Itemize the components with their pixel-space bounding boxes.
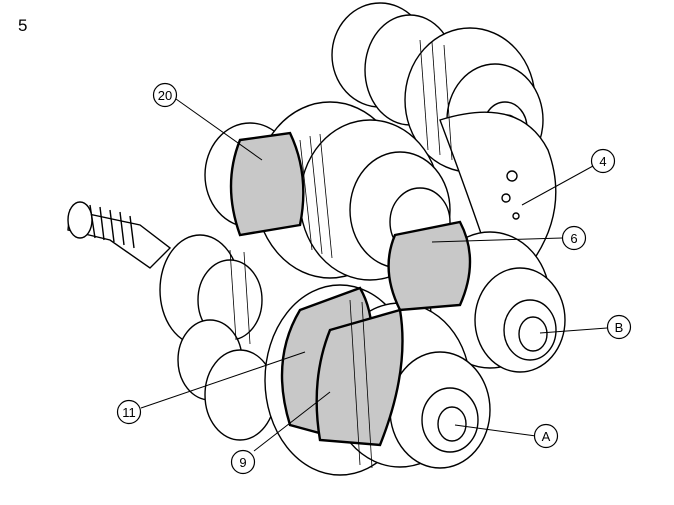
lower-left-gears — [159, 234, 276, 441]
housing-plate — [439, 111, 557, 266]
callout-label-4: 4 — [599, 154, 606, 169]
callout-label-20: 20 — [158, 88, 172, 103]
leader-lines — [140, 98, 608, 452]
shaft-b-gears — [429, 231, 566, 373]
gear-teeth — [229, 39, 453, 469]
callout-label-A: A — [542, 429, 551, 444]
callout-circle-4 — [590, 148, 616, 174]
callout-circle-11 — [116, 399, 142, 425]
input-spline-shaft — [67, 201, 172, 269]
callout-label-B: B — [615, 320, 624, 335]
highlight-part-20 — [229, 131, 305, 237]
callout-circle-20 — [152, 82, 178, 108]
callout-circle-A — [533, 423, 559, 449]
callout-circle-9 — [230, 449, 256, 475]
callout-circle-6 — [561, 225, 587, 251]
callout-circle-B — [606, 314, 632, 340]
highlight-part-9 — [315, 308, 404, 447]
callout-label-9: 9 — [239, 455, 246, 470]
callout-label-6: 6 — [570, 231, 577, 246]
figure-number: 5 — [18, 16, 28, 35]
callout-label-11: 11 — [122, 405, 136, 420]
highlight-part-6 — [387, 220, 472, 312]
